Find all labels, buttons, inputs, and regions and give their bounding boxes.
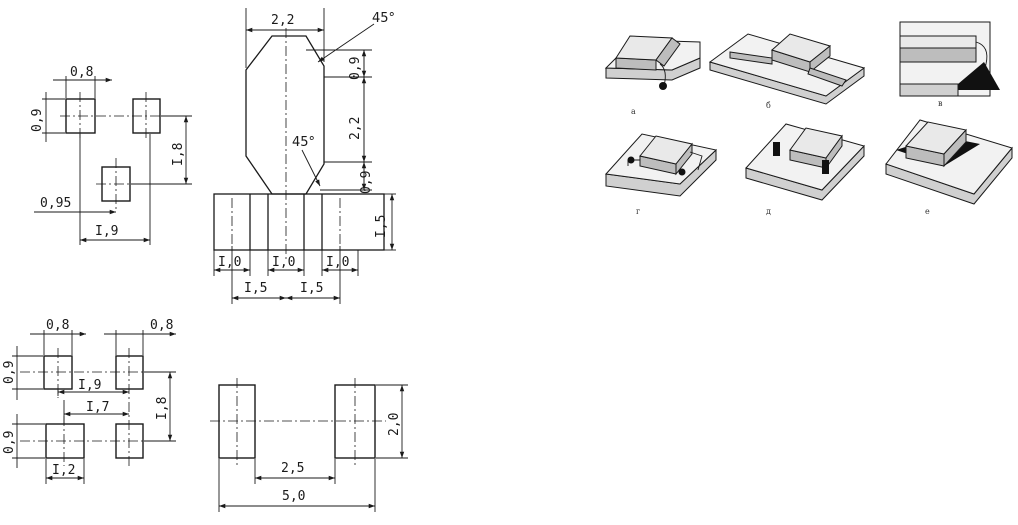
dim-label: 5,0 (282, 489, 305, 504)
dim-label: 0,9 (359, 171, 374, 194)
variant-label: е (925, 207, 930, 216)
dim-label: 2,0 (387, 413, 402, 436)
angle-label: 45° (372, 11, 395, 26)
dim-label: I,0 (326, 255, 349, 270)
dim-label: 0,9 (30, 109, 45, 132)
dim-label: 0,9 (2, 361, 17, 384)
dim-label: 0,8 (150, 318, 173, 333)
variant-v-illustration: в (899, 21, 1000, 108)
dim-label: 0,8 (70, 65, 93, 80)
dim-label: 0,9 (348, 57, 363, 80)
variant-label: а (631, 107, 636, 116)
variant-b-illustration: б (708, 33, 866, 110)
dim-label: I,9 (78, 378, 101, 393)
dim-label: I,5 (300, 281, 323, 296)
variant-label: д (766, 207, 771, 216)
dim-label: I,8 (171, 143, 186, 166)
dim-label: I,5 (244, 281, 267, 296)
dim-label: I,9 (95, 224, 118, 239)
dim-label: 2,2 (271, 13, 294, 28)
variant-label: б (766, 101, 771, 110)
dim-label: 0,95 (40, 196, 71, 211)
dim-label: I,0 (218, 255, 241, 270)
dim-label: I,7 (86, 400, 109, 415)
dim-label: 0,8 (46, 318, 69, 333)
sot-footprint: 2,2 45° 0,9 2,2 0,9 I,5 45° I,0 I, (213, 8, 396, 304)
variant-label: в (938, 99, 943, 108)
variant-a-illustration: а (604, 35, 701, 116)
mounting-variants: а б в (604, 21, 1013, 216)
pad-layout-2: 0,8 0,8 0,9 I,9 I,7 I,8 0,9 I,2 (2, 318, 176, 484)
pad-layout-1: 0,8 0,9 I,8 0,95 I,9 (30, 65, 192, 245)
variant-g-illustration: г (604, 133, 718, 216)
dim-label: 2,2 (348, 117, 363, 140)
dim-label: I,8 (155, 397, 170, 420)
pad (115, 355, 144, 390)
dim-label: I,2 (52, 463, 75, 478)
chip-footprint: 2,0 2,5 5,0 (210, 378, 408, 512)
variant-label: г (636, 207, 640, 216)
variant-d-illustration: д (745, 123, 865, 216)
lead-strip (213, 193, 385, 251)
dim-label: I,0 (272, 255, 295, 270)
variant-e-illustration: е (885, 119, 1013, 216)
dim-label: 2,5 (281, 461, 304, 476)
dim-label: I,5 (374, 215, 389, 238)
angle-label: 45° (292, 135, 315, 150)
dim-label: 0,9 (2, 431, 17, 454)
